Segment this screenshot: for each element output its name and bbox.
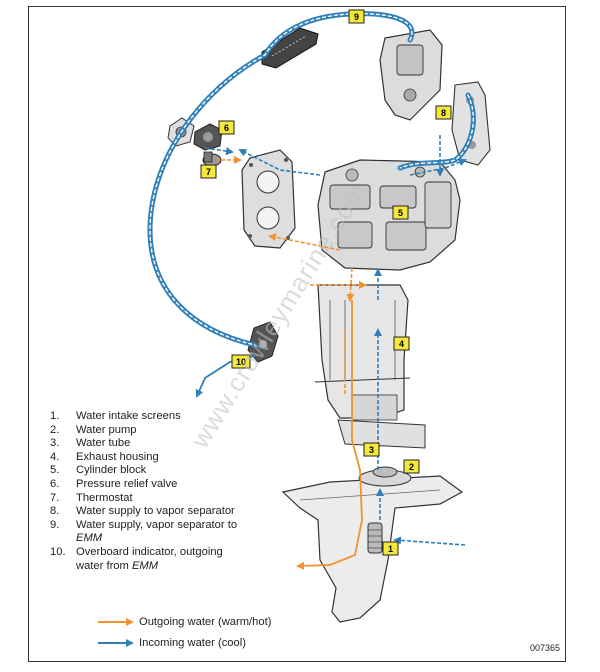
callout-6: 6	[218, 120, 235, 135]
blue-arrow-icon	[98, 639, 134, 647]
thermostat-part	[202, 151, 222, 167]
exhaust-housing	[314, 284, 426, 449]
legend-item: 4.Exhaust housing	[50, 450, 159, 463]
callout-9: 9	[348, 9, 365, 24]
flow-key-outgoing: Outgoing water (warm/hot)	[97, 616, 271, 628]
callout-3: 3	[363, 442, 380, 457]
legend-item: 8.Water supply to vapor separator	[50, 505, 235, 518]
callout-5: 5	[392, 205, 409, 220]
callout-10: 10	[231, 354, 251, 369]
callout-1: 1	[382, 541, 399, 556]
overboard-indicator-part	[247, 321, 279, 363]
legend-item: 6.Pressure relief valve	[50, 477, 178, 490]
callout-8: 8	[435, 105, 452, 120]
cylinder-head-cover	[241, 149, 296, 249]
flow-key-outgoing-label: Outgoing water (warm/hot)	[139, 616, 272, 628]
orange-arrow-icon	[98, 618, 134, 626]
water-intake-screen-part	[367, 522, 383, 554]
legend-item: 2.Water pump	[50, 423, 137, 436]
legend-item: 5.Cylinder block	[50, 464, 147, 477]
legend-item: 7.Thermostat	[50, 491, 133, 504]
svg-text:7: 7	[206, 167, 211, 177]
svg-text:10: 10	[236, 357, 246, 367]
callout-2: 2	[403, 459, 420, 474]
emm-inline-part	[261, 27, 319, 69]
callout-4: 4	[393, 336, 410, 351]
svg-text:1: 1	[388, 544, 393, 554]
water-pump-part	[358, 466, 412, 487]
figure-frame	[28, 6, 566, 662]
parts-legend: 1.Water intake screens 2.Water pump 3.Wa…	[50, 410, 250, 573]
svg-text:5: 5	[398, 208, 403, 218]
svg-text:8: 8	[441, 108, 446, 118]
svg-text:3: 3	[369, 445, 374, 455]
figure-id: 007365	[529, 643, 560, 653]
flow-key-incoming: Incoming water (cool)	[97, 637, 246, 649]
svg-text:2: 2	[409, 462, 414, 472]
legend-item: 10.Overboard indicator, outgoing water f…	[50, 545, 223, 572]
pressure-relief-valve-part	[193, 123, 223, 151]
svg-text:6: 6	[224, 123, 229, 133]
svg-text:4: 4	[399, 339, 404, 349]
callout-7: 7	[200, 164, 217, 179]
legend-item: 3.Water tube	[50, 437, 131, 450]
callout-labels: 1 2 3 4 5 6 7 8	[200, 9, 452, 556]
cylinder-block	[317, 159, 461, 271]
vapor-separator	[379, 29, 443, 121]
legend-item: 1.Water intake screens	[50, 410, 181, 422]
legend-item: 9.Water supply, vapor separator to EMM	[50, 518, 238, 545]
gearcase	[281, 475, 464, 623]
flow-key-incoming-label: Incoming water (cool)	[139, 637, 246, 649]
svg-text:9: 9	[354, 12, 359, 22]
